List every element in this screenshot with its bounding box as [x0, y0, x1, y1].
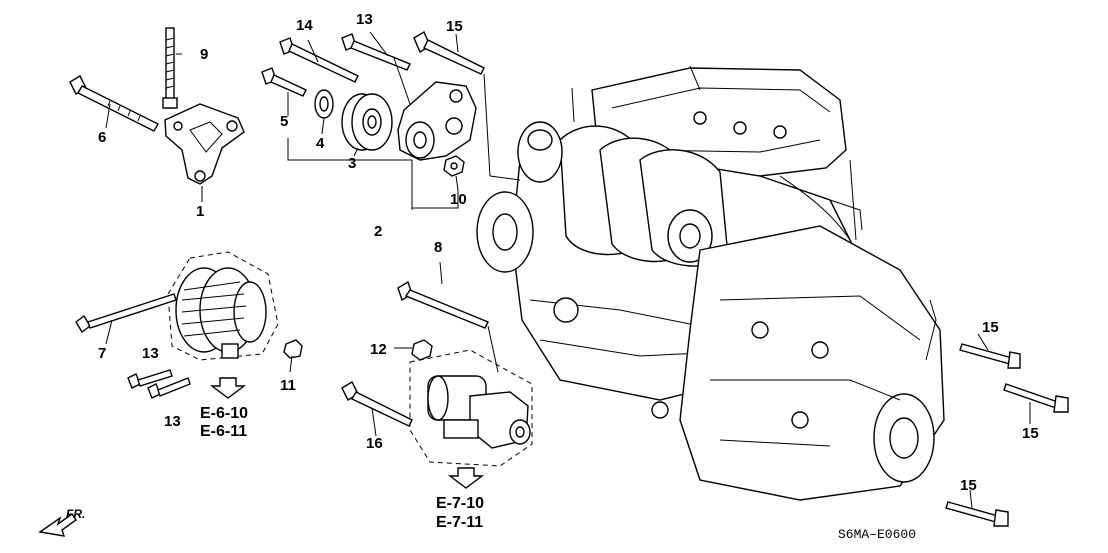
starter: [409, 349, 533, 467]
callout-4: 4: [316, 135, 325, 152]
pulley-3: [341, 93, 393, 151]
callout-12: 12: [370, 341, 387, 358]
alt-ref-e-6-10: E-6-10: [200, 405, 248, 422]
callout-8: 8: [434, 239, 442, 256]
stud-9: [162, 27, 178, 109]
bolt-15-trans-a: [959, 343, 1021, 369]
engine-assembly: [476, 65, 945, 501]
starter-ref-e-7-11: E-7-11: [436, 514, 483, 531]
callout-14: 14: [296, 17, 313, 34]
nut-10: [443, 155, 465, 177]
callout-11: 11: [280, 377, 296, 394]
callout-5: 5: [280, 113, 288, 130]
nut-12: [411, 339, 433, 361]
callout-7: 7: [98, 345, 106, 362]
callout-2: 2: [374, 223, 382, 240]
bolt-15-bottom: [945, 501, 1009, 527]
nut-11: [283, 339, 303, 359]
alternator: [167, 251, 279, 361]
bolt-6: [69, 75, 159, 132]
starter-ref-arrow: [447, 467, 485, 489]
callout-13-top: 13: [356, 11, 373, 28]
callout-6: 6: [98, 129, 106, 146]
bolt-15-top: [413, 30, 485, 75]
washer-4: [314, 89, 334, 119]
callout-16: 16: [366, 435, 383, 452]
callout-9: 9: [200, 46, 208, 63]
starter-ref-e-7-10: E-7-10: [436, 495, 484, 512]
callout-15-bottom: 15: [960, 477, 977, 494]
bolt-8: [397, 280, 489, 329]
alt-ref-arrow: [209, 377, 247, 399]
bracket-1: [164, 103, 245, 185]
callout-13-alt-a: 13: [142, 345, 159, 362]
callout-13-alt-b: 13: [164, 413, 181, 430]
front-marker-label: FR.: [66, 507, 85, 521]
bolt-5: [261, 67, 307, 97]
bolt-15-trans-b: [1003, 383, 1069, 413]
bolt-13-alt-a: [127, 369, 173, 389]
callout-1: 1: [196, 203, 204, 220]
diagram-code: S6MA–E0600: [838, 527, 916, 542]
bolt-13-alt-b: [147, 377, 191, 399]
front-direction-marker: FR.: [38, 507, 85, 537]
tensioner-2: [397, 81, 477, 161]
alt-ref-e-6-11: E-6-11: [200, 423, 247, 440]
callout-3: 3: [348, 155, 356, 172]
bolt-16: [341, 381, 413, 427]
leader-lines: [105, 31, 1031, 509]
bolt-14: [279, 37, 359, 83]
callout-15-trans-b: 15: [1022, 425, 1039, 442]
callout-10: 10: [450, 191, 467, 208]
callout-15-top: 15: [446, 18, 463, 35]
group-bracket-2: [287, 138, 459, 210]
bolt-7: [75, 293, 177, 334]
callout-15-trans-a: 15: [982, 319, 999, 336]
